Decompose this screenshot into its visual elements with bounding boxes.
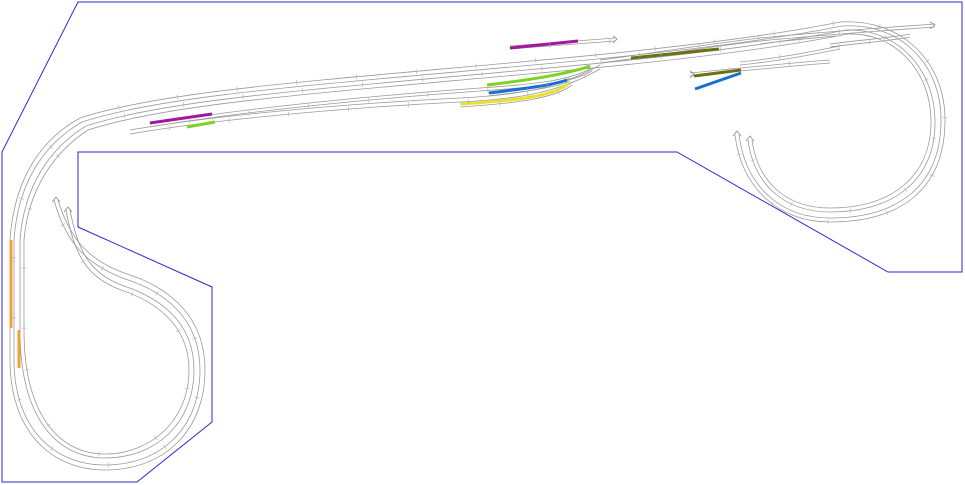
segment-mark bbox=[248, 110, 250, 116]
segment-mark bbox=[736, 153, 742, 156]
segment-mark bbox=[799, 36, 801, 42]
segment-mark bbox=[838, 28, 841, 34]
left-descent bbox=[9, 117, 89, 360]
segment-mark bbox=[16, 398, 22, 401]
right-return-loop bbox=[732, 21, 946, 223]
segment-mark bbox=[184, 387, 190, 390]
lower-left-loop bbox=[9, 196, 206, 471]
segment-mark bbox=[903, 187, 908, 192]
segment-mark bbox=[557, 89, 560, 95]
segment-mark bbox=[849, 208, 851, 214]
segment-mark bbox=[654, 46, 656, 52]
segment-mark bbox=[837, 43, 840, 49]
segment-marks bbox=[11, 20, 948, 468]
segment-mark bbox=[885, 210, 888, 216]
segment-mark bbox=[527, 92, 529, 98]
segment-mark bbox=[117, 105, 120, 111]
segment-mark bbox=[931, 137, 937, 139]
segment-mark bbox=[790, 201, 793, 207]
segment-mark bbox=[883, 35, 887, 41]
segment-mark bbox=[176, 329, 181, 333]
segment-mark bbox=[923, 78, 929, 81]
segment-mark bbox=[27, 207, 33, 210]
segment-mark bbox=[168, 125, 171, 131]
segment-mark bbox=[162, 444, 167, 449]
segment-mark bbox=[176, 94, 179, 100]
segment-mark bbox=[48, 144, 53, 149]
segment-mark bbox=[773, 30, 775, 36]
segment-mark bbox=[228, 117, 230, 123]
segment-mark bbox=[583, 74, 587, 80]
segment-mark bbox=[60, 223, 66, 226]
segment-mark bbox=[50, 446, 54, 451]
segment-mark bbox=[779, 54, 781, 60]
segment-mark bbox=[236, 86, 238, 92]
block-green-mid[interactable] bbox=[486, 64, 591, 87]
segment-mark bbox=[46, 423, 51, 428]
segment-mark bbox=[546, 81, 549, 87]
segment-mark bbox=[18, 197, 24, 200]
segment-mark bbox=[130, 291, 134, 297]
segment-mark bbox=[638, 52, 641, 58]
segment-mark bbox=[832, 20, 835, 26]
block-sections bbox=[9, 39, 742, 368]
segment-mark bbox=[720, 47, 722, 53]
segment-mark bbox=[192, 337, 198, 340]
segment-mark bbox=[80, 259, 86, 263]
segment-mark bbox=[499, 101, 501, 107]
segment-mark bbox=[155, 291, 159, 296]
segment-mark bbox=[779, 38, 781, 44]
segment-mark bbox=[182, 102, 185, 108]
block-magenta-left[interactable] bbox=[149, 112, 213, 125]
segment-mark bbox=[296, 79, 298, 86]
segment-mark bbox=[929, 173, 935, 177]
segment-mark bbox=[24, 369, 30, 371]
segment-mark bbox=[55, 154, 61, 159]
segment-mark bbox=[242, 94, 244, 100]
segment-mark bbox=[527, 88, 529, 94]
segment-mark bbox=[757, 35, 760, 41]
block-magenta-top[interactable] bbox=[509, 39, 579, 50]
block-blue-right[interactable] bbox=[694, 71, 742, 91]
block-olive-top[interactable] bbox=[630, 47, 720, 60]
segment-mark bbox=[869, 39, 871, 45]
segment-mark bbox=[698, 43, 700, 49]
segment-mark bbox=[153, 435, 158, 441]
block-yellow-mid[interactable] bbox=[460, 82, 569, 106]
segment-mark bbox=[750, 159, 756, 162]
segment-mark bbox=[714, 39, 716, 45]
segment-mark bbox=[925, 59, 930, 63]
segment-mark bbox=[302, 87, 304, 94]
segment-mark bbox=[770, 201, 774, 206]
segment-mark bbox=[308, 103, 310, 109]
segment-mark bbox=[188, 118, 191, 124]
block-blue-mid[interactable] bbox=[488, 78, 568, 95]
segment-mark bbox=[660, 54, 662, 60]
segment-mark bbox=[123, 113, 126, 119]
block-green-left[interactable] bbox=[186, 120, 216, 129]
segment-mark bbox=[100, 266, 104, 271]
block-olive-right[interactable] bbox=[693, 68, 742, 78]
segment-mark bbox=[194, 396, 200, 399]
segment-mark bbox=[878, 23, 881, 29]
